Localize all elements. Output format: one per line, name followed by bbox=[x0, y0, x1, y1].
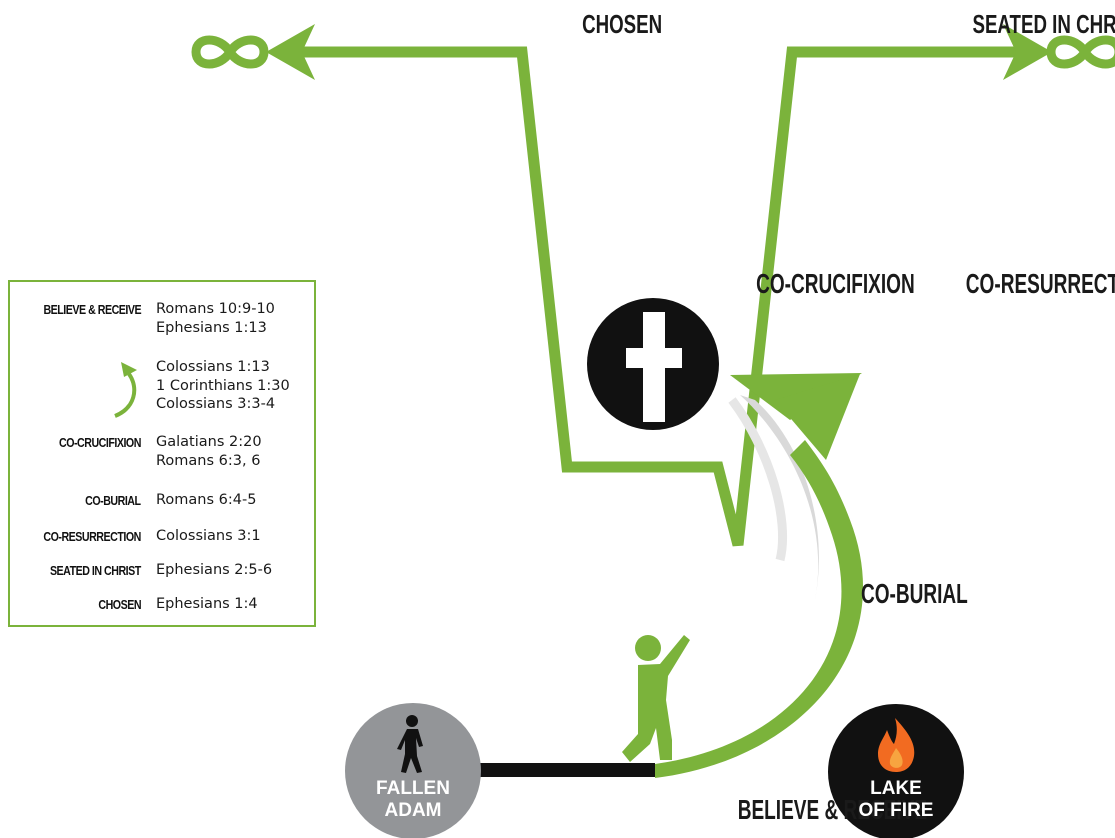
legend-refs: Ephesians 1:4 bbox=[156, 595, 258, 614]
legend-key: CO-CRUCIFIXION bbox=[59, 435, 141, 450]
legend-ref: Romans 10:9-10 bbox=[156, 301, 275, 317]
label-chosen: CHOSEN bbox=[582, 9, 662, 39]
label-co-crucifixion: CO-CRUCIFIXION bbox=[756, 268, 915, 300]
legend-key: SEATED IN CHRIST bbox=[50, 563, 141, 578]
infinity-icon bbox=[191, 35, 269, 69]
legend-refs: Galatians 2:20 Romans 6:3, 6 bbox=[156, 433, 262, 470]
raising-hands-person-icon bbox=[622, 635, 690, 762]
chosen-path bbox=[300, 46, 1020, 547]
fallen-adam-circle bbox=[345, 703, 481, 838]
legend-refs: Colossians 3:1 bbox=[156, 527, 261, 546]
legend-ref: Colossians 3:1 bbox=[156, 528, 261, 544]
left-arrowhead bbox=[266, 24, 315, 80]
right-arrowhead bbox=[1003, 24, 1052, 80]
cross-icon bbox=[626, 312, 682, 422]
legend-refs: Romans 6:4-5 bbox=[156, 491, 256, 510]
lake-of-fire-label-1: LAKE bbox=[870, 778, 922, 799]
legend-key: CHOSEN bbox=[98, 597, 141, 612]
legend-key: BELIEVE & RECEIVE bbox=[43, 302, 141, 317]
flame-icon bbox=[878, 718, 915, 772]
label-co-resurrection: CO-RESURRECTION bbox=[966, 268, 1115, 300]
legend-ref: Ephesians 1:13 bbox=[156, 319, 267, 336]
fallen-adam-label-1: FALLEN bbox=[376, 778, 450, 799]
legend-ref: Colossians 1:13 bbox=[156, 359, 270, 375]
lake-of-fire-label-2: OF FIRE bbox=[859, 800, 934, 821]
label-co-burial: CO-BURIAL bbox=[861, 578, 968, 610]
label-seated-in-christ: SEATED IN CHRIST bbox=[972, 9, 1115, 39]
legend-ref: Ephesians 1:4 bbox=[156, 596, 258, 612]
legend-key: CO-BURIAL bbox=[85, 493, 142, 508]
legend-ref: Romans 6:3, 6 bbox=[156, 452, 261, 469]
legend-ref: 1 Corinthians 1:30 bbox=[156, 377, 290, 394]
label-believe-receive: BELIEVE & RECEIVE bbox=[738, 794, 927, 826]
walking-person-icon bbox=[397, 715, 423, 773]
legend-ref: Ephesians 2:5-6 bbox=[156, 562, 273, 578]
legend-ref: Galatians 2:20 bbox=[156, 434, 262, 450]
salvation-arrowhead-body bbox=[775, 374, 860, 460]
baseline-bar bbox=[480, 763, 655, 777]
legend-refs: Colossians 1:13 1 Corinthians 1:30 Colos… bbox=[156, 358, 290, 414]
shadow-arc-2 bbox=[728, 397, 787, 562]
salvation-arrow bbox=[655, 440, 864, 778]
legend-ref: Colossians 3:3-4 bbox=[156, 396, 276, 412]
legend-refs: Romans 10:9-10 Ephesians 1:13 bbox=[156, 300, 275, 337]
legend-ref: Romans 6:4-5 bbox=[156, 492, 257, 508]
curved-arrow-icon bbox=[114, 362, 137, 418]
scripture-legend: BELIEVE & RECEIVE Romans 10:9-10 Ephesia… bbox=[8, 280, 316, 627]
shadow-arc bbox=[740, 395, 819, 600]
legend-key: CO-RESURRECTION bbox=[43, 529, 142, 544]
infinity-icon bbox=[1046, 35, 1115, 69]
fallen-adam-label-2: ADAM bbox=[385, 800, 442, 821]
legend-refs: Ephesians 2:5-6 bbox=[156, 561, 272, 580]
